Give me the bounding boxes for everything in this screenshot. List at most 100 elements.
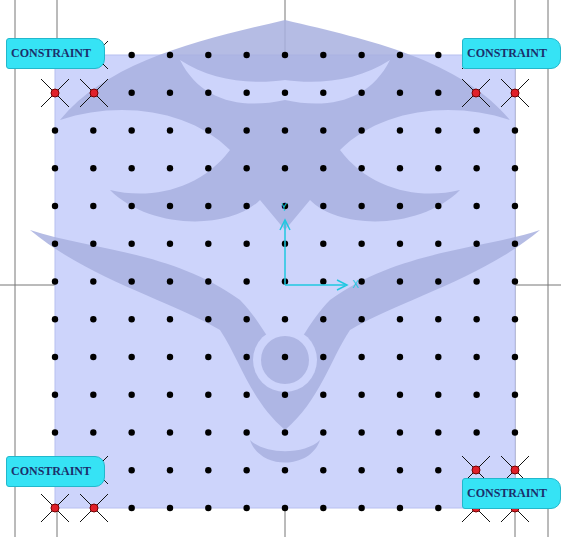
- grid-dot: [52, 203, 58, 209]
- grid-dot: [435, 316, 441, 322]
- grid-dot: [397, 354, 403, 360]
- constraint-label-box: CONSTRAINT: [462, 478, 561, 509]
- grid-dot: [128, 241, 134, 247]
- grid-dot: [243, 429, 249, 435]
- grid-dot: [512, 165, 518, 171]
- grid-dot: [512, 278, 518, 284]
- grid-dot: [243, 392, 249, 398]
- grid-dot: [473, 354, 479, 360]
- grid-dot: [243, 165, 249, 171]
- grid-dot: [358, 392, 364, 398]
- grid-dot: [205, 90, 211, 96]
- grid-dot: [52, 429, 58, 435]
- constraint-label: CONSTRAINT: [463, 486, 551, 501]
- grid-dot: [473, 127, 479, 133]
- grid-dot: [282, 429, 288, 435]
- grid-dot: [167, 127, 173, 133]
- grid-dot: [90, 241, 96, 247]
- grid-dot: [90, 429, 96, 435]
- grid-dot: [320, 316, 326, 322]
- grid-dot: [128, 127, 134, 133]
- grid-dot: [167, 241, 173, 247]
- axis-icon: [280, 220, 347, 290]
- grid-dot: [90, 127, 96, 133]
- grid-dot: [167, 52, 173, 58]
- grid-dot: [473, 429, 479, 435]
- grid-dot: [320, 165, 326, 171]
- grid-dot: [205, 505, 211, 511]
- grid-dot: [473, 278, 479, 284]
- grid-dot: [435, 165, 441, 171]
- grid-dot: [205, 241, 211, 247]
- constraint-cross: [462, 79, 490, 107]
- grid-dot: [473, 165, 479, 171]
- grid-dot: [473, 241, 479, 247]
- grid-dot: [167, 165, 173, 171]
- grid-dot: [397, 52, 403, 58]
- grid-dot: [282, 316, 288, 322]
- grid-dot: [205, 354, 211, 360]
- grid-dot: [167, 505, 173, 511]
- grid-dot: [435, 241, 441, 247]
- grid-dot: [243, 505, 249, 511]
- constraint-cross: [80, 79, 108, 107]
- grid-dot: [167, 429, 173, 435]
- grid-dot: [128, 52, 134, 58]
- grid-dot: [320, 467, 326, 473]
- grid-dot: [128, 392, 134, 398]
- grid-dot: [128, 467, 134, 473]
- grid-dot: [205, 467, 211, 473]
- grid-dot: [358, 467, 364, 473]
- grid-dot: [358, 354, 364, 360]
- axis-label: Y: [281, 203, 287, 213]
- constraint-cross: [80, 494, 108, 522]
- constrained-dot: [472, 466, 480, 474]
- constraint-label-box: CONSTRAINT: [6, 38, 105, 69]
- grid-dot: [205, 392, 211, 398]
- grid-dot: [282, 90, 288, 96]
- grid-dot: [243, 127, 249, 133]
- grid-dot: [167, 203, 173, 209]
- constrained-dot: [511, 466, 519, 474]
- constraint-cross: [501, 79, 529, 107]
- grid-dot: [243, 90, 249, 96]
- grid-dot: [397, 316, 403, 322]
- grid-dot: [358, 90, 364, 96]
- constrained-dot: [51, 89, 59, 97]
- grid-dot: [512, 392, 518, 398]
- grid-dot: [435, 52, 441, 58]
- node-dots: [52, 52, 518, 511]
- grid-dot: [167, 90, 173, 96]
- grid-dot: [52, 505, 58, 511]
- grid-dot: [435, 354, 441, 360]
- grid-dot: [358, 203, 364, 209]
- grid-dot: [397, 392, 403, 398]
- constraint-markers: [41, 41, 529, 522]
- grid-dot: [128, 278, 134, 284]
- grid-dot: [435, 90, 441, 96]
- grid-dot: [205, 316, 211, 322]
- grid-dot: [167, 316, 173, 322]
- constraint-label: CONSTRAINT: [463, 46, 551, 61]
- grid-dot: [512, 354, 518, 360]
- grid-dot: [320, 241, 326, 247]
- grid-dot: [397, 90, 403, 96]
- axis-label: X: [352, 280, 359, 290]
- grid-dot: [358, 505, 364, 511]
- grid-dot: [320, 90, 326, 96]
- grid-dot: [358, 127, 364, 133]
- grid-dot: [358, 52, 364, 58]
- grid-dot: [320, 354, 326, 360]
- grid-dot: [473, 316, 479, 322]
- grid-dot: [128, 354, 134, 360]
- grid-dot: [397, 505, 403, 511]
- grid-dot: [397, 127, 403, 133]
- grid-dot: [90, 203, 96, 209]
- grid-dot: [205, 278, 211, 284]
- grid-dot: [205, 127, 211, 133]
- constraint-label-box: CONSTRAINT: [6, 456, 105, 487]
- grid-dot: [320, 505, 326, 511]
- grid-dot: [435, 467, 441, 473]
- grid-dot: [435, 278, 441, 284]
- constraint-label-box: CONSTRAINT: [462, 38, 561, 69]
